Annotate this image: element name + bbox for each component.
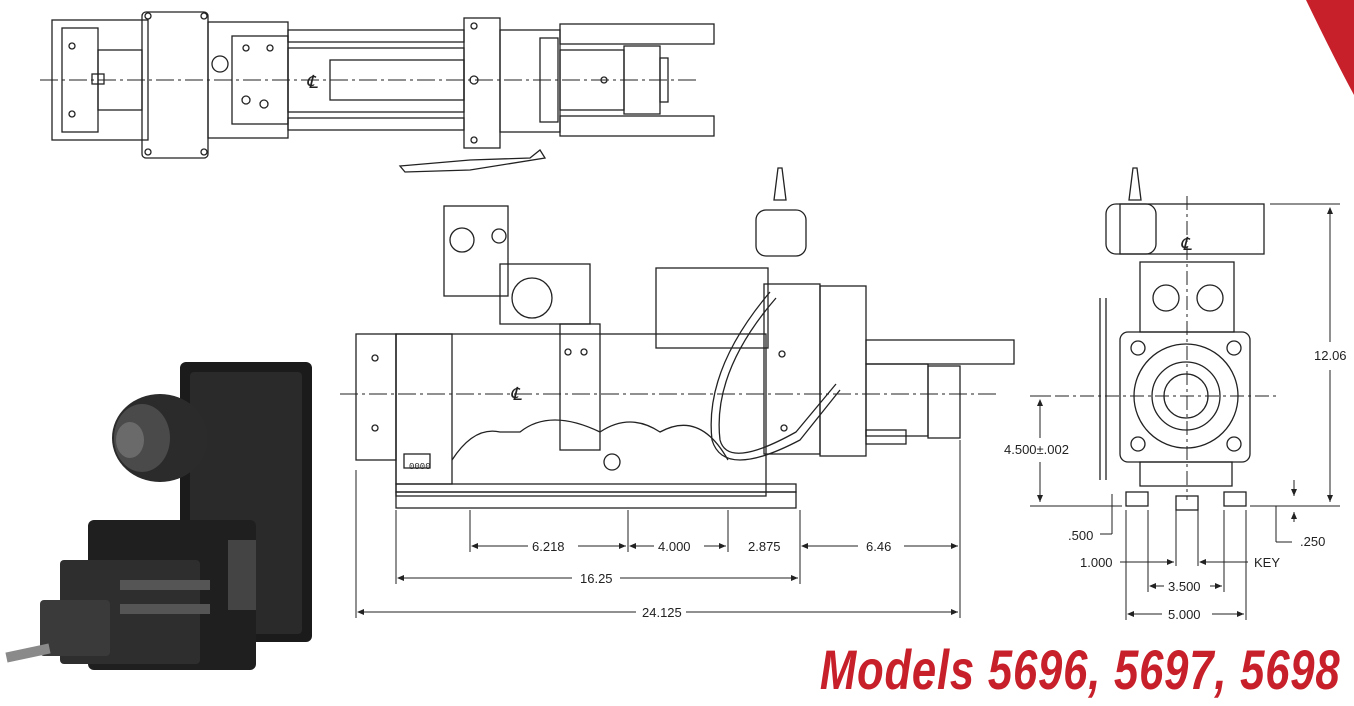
side-view-centerline-symbol: ℄ — [510, 384, 522, 405]
key-label: KEY — [1254, 555, 1280, 570]
dim-4-000: 4.000 — [658, 539, 691, 554]
end-view-dimension-lines — [1030, 203, 1340, 620]
end-view — [1030, 167, 1280, 511]
corner-accent-shape — [1306, 0, 1354, 95]
dim-4-500: 4.500±.002 — [1004, 442, 1069, 457]
top-view-centerline-symbol: ℄ — [306, 72, 318, 93]
side-view — [340, 167, 1015, 509]
dim-1-000: 1.000 — [1080, 555, 1113, 570]
dim-6-46: 6.46 — [866, 539, 891, 554]
dim-12-06: 12.06 — [1314, 348, 1347, 363]
product-photo — [5, 362, 312, 670]
side-view-dimension-lines — [355, 440, 961, 618]
dim-24-125: 24.125 — [642, 605, 682, 620]
end-view-centerline-symbol: ℄ — [1180, 234, 1192, 255]
dim-2-875: 2.875 — [748, 539, 781, 554]
dim-500: .500 — [1068, 528, 1093, 543]
dim-5-000: 5.000 — [1168, 607, 1201, 622]
counter-label: 0000 — [409, 462, 431, 472]
top-view — [40, 11, 715, 173]
dim-6-218: 6.218 — [532, 539, 565, 554]
dim-16-25: 16.25 — [580, 571, 613, 586]
dim-250: .250 — [1300, 534, 1325, 549]
models-title: Models 5696, 5697, 5698 — [819, 638, 1340, 701]
dim-3-500: 3.500 — [1168, 579, 1201, 594]
